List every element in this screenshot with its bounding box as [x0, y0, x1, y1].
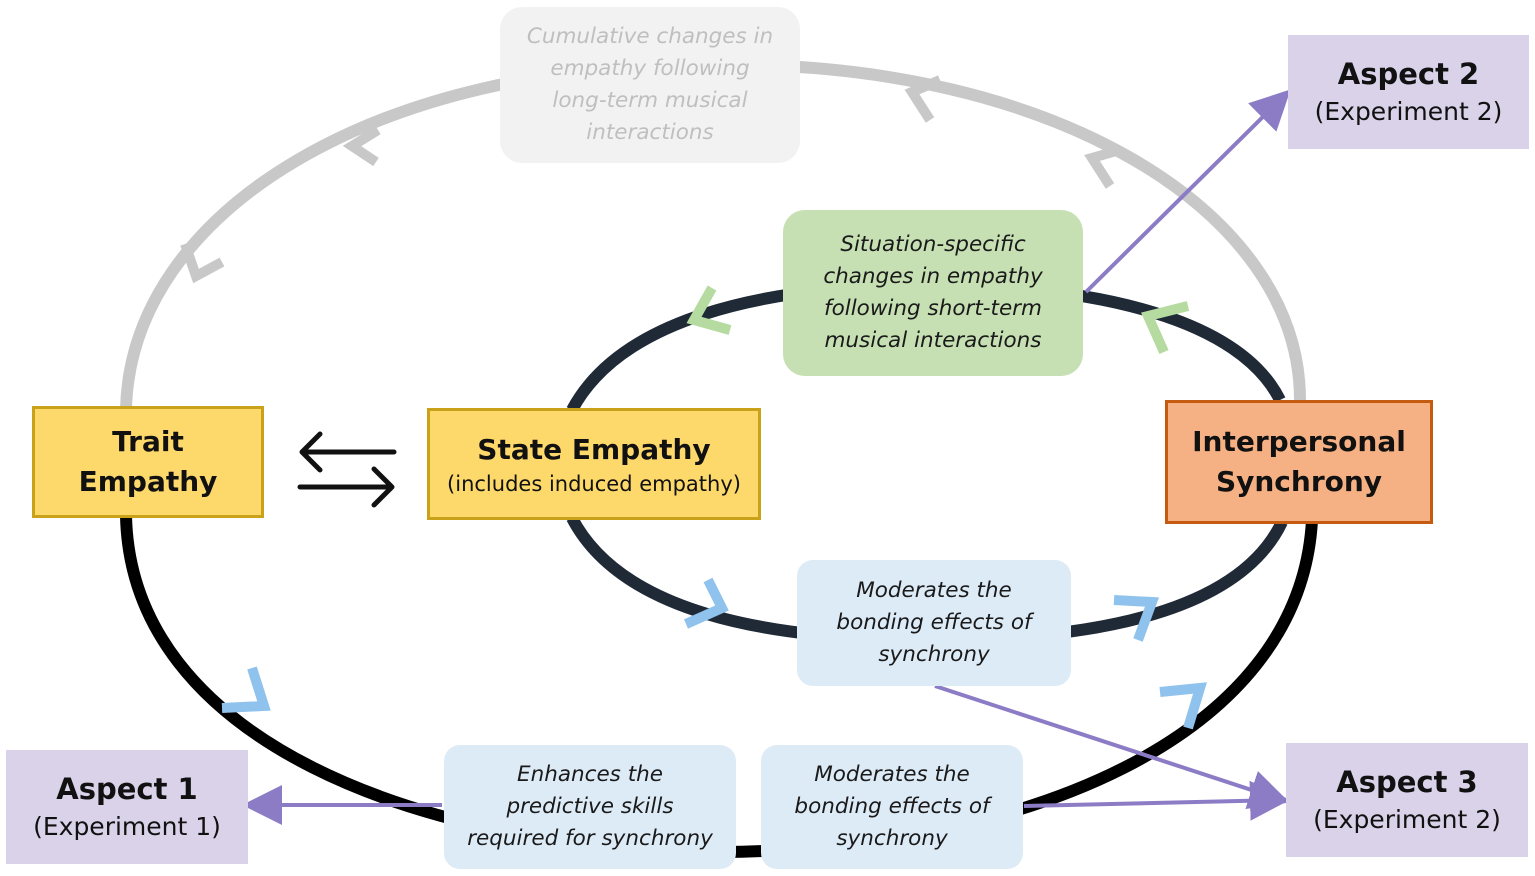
aspect-1-box: Aspect 1 (Experiment 1) [6, 750, 248, 864]
node-title-line: Interpersonal [1192, 425, 1406, 458]
chevron-left-icon [1084, 145, 1122, 189]
note-line: Situation-specific [840, 232, 1026, 257]
note-line: Cumulative changes in [526, 24, 774, 49]
note-line: interactions [586, 120, 714, 145]
note-line: following short-term [824, 296, 1042, 321]
note-line: musical interactions [824, 328, 1042, 353]
moderates-bonding-note-outer: Moderates the bonding effects of synchro… [761, 745, 1023, 869]
chevron-down-icon [342, 125, 381, 167]
aspect-3-box: Aspect 3 (Experiment 2) [1286, 743, 1528, 857]
chevron-down-icon [180, 242, 225, 284]
node-title-line: Synchrony [1215, 465, 1383, 498]
chevron-right-icon [1113, 595, 1160, 642]
chevron-left-icon [1141, 301, 1190, 355]
note-line: empathy following [550, 56, 750, 81]
chevron-right-icon [1159, 682, 1207, 730]
interpersonal-synchrony-node: Interpersonal Synchrony [1165, 400, 1433, 524]
aspect-experiment: (Experiment 2) [1313, 805, 1501, 834]
note-line: Moderates the [856, 578, 1012, 603]
state-empathy-node: State Empathy (includes induced empathy) [427, 408, 761, 520]
chevron-right-icon [683, 577, 729, 629]
aspect3-link-arrow [934, 684, 1290, 810]
note-line: synchrony [836, 826, 948, 851]
cumulative-changes-note: Cumulative changes in empathy following … [500, 7, 800, 163]
note-line: long-term musical [552, 88, 748, 113]
note-line: bonding effects of [794, 794, 990, 819]
situation-specific-note: Situation-specific changes in empathy fo… [783, 210, 1083, 376]
note-line: bonding effects of [836, 610, 1032, 635]
note-line: required for synchrony [467, 826, 713, 851]
aspect-2-box: Aspect 2 (Experiment 2) [1288, 35, 1529, 149]
aspect-title: Aspect 2 [1337, 57, 1480, 91]
aspect-title: Aspect 1 [56, 772, 198, 806]
note-line: synchrony [878, 642, 990, 667]
chevron-left-icon [904, 75, 942, 123]
note-line: changes in empathy [823, 264, 1043, 289]
bidirectional-arrow-icon [297, 431, 397, 508]
aspect2-link-arrow [1084, 89, 1291, 294]
enhances-predictive-skills-note: Enhances the predictive skills required … [444, 745, 736, 869]
aspect-experiment: (Experiment 2) [1314, 97, 1503, 126]
chevron-right-icon [221, 666, 271, 713]
node-title-line: Empathy [78, 465, 218, 498]
moderates-bonding-note-inner: Moderates the bonding effects of synchro… [797, 560, 1071, 686]
node-title: State Empathy [477, 433, 711, 466]
aspect3-link-arrow [1023, 780, 1290, 821]
aspect-title: Aspect 3 [1336, 765, 1478, 799]
node-subtitle: (includes induced empathy) [447, 472, 741, 496]
note-line: Enhances the [516, 762, 663, 787]
node-title-line: Trait [112, 425, 184, 458]
note-line: Moderates the [814, 762, 970, 787]
aspect-experiment: (Experiment 1) [33, 812, 221, 841]
note-line: predictive skills [506, 794, 674, 819]
chevron-left-icon [686, 285, 732, 335]
trait-empathy-node: Trait Empathy [32, 406, 264, 518]
